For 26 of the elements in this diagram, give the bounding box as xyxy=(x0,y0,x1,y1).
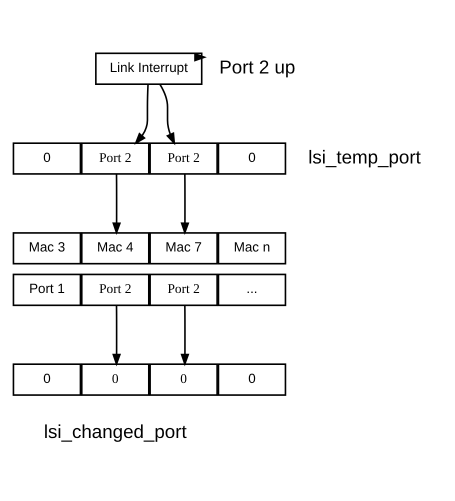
arrow xyxy=(112,305,122,366)
arrow xyxy=(112,174,122,235)
node-box: Mac n xyxy=(218,232,286,264)
node-box: 0 xyxy=(218,142,286,174)
node-box: Port 2 xyxy=(149,273,218,306)
node-box: Mac 3 xyxy=(12,232,82,264)
arrow xyxy=(134,84,149,144)
node-box: 0 xyxy=(218,362,286,396)
node-box: Port 2 xyxy=(80,273,150,306)
node-box: 0 xyxy=(149,362,218,396)
node-box: Port 1 xyxy=(12,273,82,306)
node-box: Port 2 xyxy=(149,142,218,174)
node-box: 0 xyxy=(12,142,82,174)
node-box: Mac 7 xyxy=(149,232,218,264)
node-box: Port 2 xyxy=(80,142,150,174)
arrow xyxy=(180,174,190,235)
label: lsi_changed_port xyxy=(44,420,187,442)
arrow xyxy=(194,52,207,62)
label: lsi_temp_port xyxy=(308,146,421,167)
node-box: Mac 4 xyxy=(80,232,150,264)
node-text: Port 2 up xyxy=(219,56,296,78)
arrow xyxy=(159,83,176,145)
node-box: 0 xyxy=(12,362,82,396)
arrow xyxy=(180,305,190,366)
node-box: 0 xyxy=(80,362,150,396)
node-box: ... xyxy=(218,273,286,306)
